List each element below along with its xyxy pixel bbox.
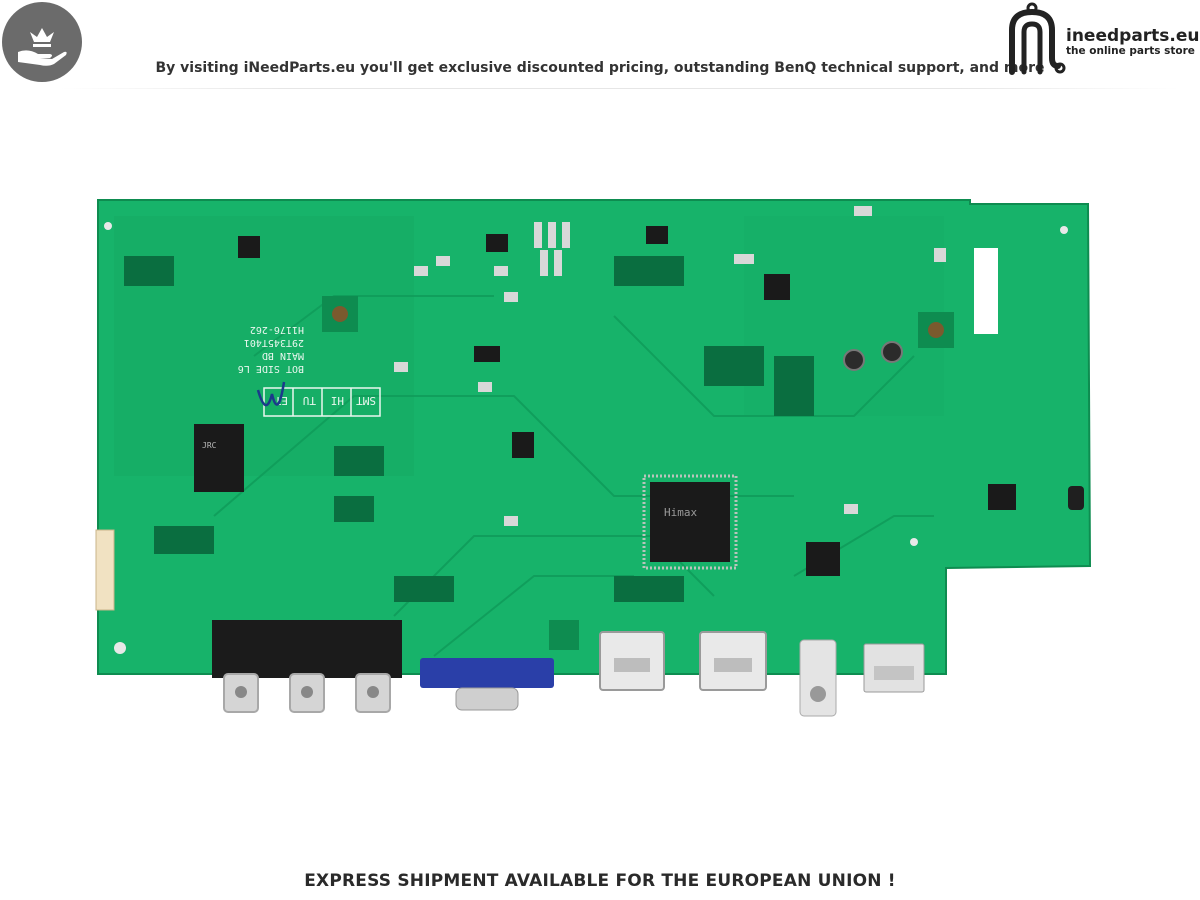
himax-chip-label: Himax (664, 506, 697, 519)
main-board-illustration: BOT SIDE L6 MAIN BD 29T345T401 H1176-262… (95, 199, 1092, 717)
side-connector (95, 529, 115, 611)
crown-hand-icon (18, 28, 67, 66)
himax-chip (650, 482, 730, 562)
process-label-hi: HI (331, 394, 344, 407)
connector-logo-icon (1009, 2, 1066, 75)
logo-subtitle: the online parts store (1066, 45, 1195, 57)
jrc-chip (194, 424, 244, 492)
logo-name: ineedparts.eu (1066, 26, 1200, 46)
rca-connector-block (212, 620, 402, 678)
silkscreen-line-1: BOT SIDE L6 (238, 363, 304, 374)
pcb-photo: BOT SIDE L6 MAIN BD 29T345T401 H1176-262… (94, 196, 1094, 726)
header-divider (60, 88, 1180, 89)
jrc-chip-label: JRC (202, 441, 217, 450)
silkscreen-line-4: H1176-262 (250, 324, 304, 335)
vga-connector (420, 658, 554, 688)
shipping-notice: EXPRESS SHIPMENT AVAILABLE FOR THE EUROP… (304, 871, 896, 891)
silkscreen-line-3: 29T345T401 (244, 337, 304, 348)
audio-jack (799, 639, 837, 717)
brand-logo[interactable]: ineedparts.eu the online parts store (1002, 2, 1200, 78)
promo-tagline: By visiting iNeedParts.eu you'll get exc… (155, 60, 1045, 76)
silkscreen-line-2: MAIN BD (262, 350, 304, 361)
crown-hand-badge (2, 2, 82, 82)
process-label-tu: TU (303, 394, 316, 407)
pen-mark (256, 381, 286, 407)
white-label-block (974, 248, 998, 334)
process-label-smt: SMT (356, 394, 376, 407)
